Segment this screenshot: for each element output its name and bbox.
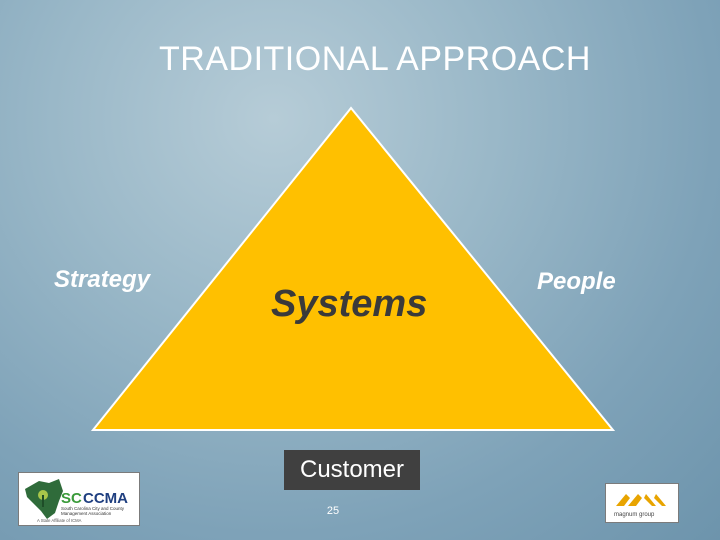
systems-label: Systems bbox=[271, 283, 428, 325]
triangle-shape bbox=[90, 106, 616, 431]
page-number: 25 bbox=[326, 505, 340, 517]
people-label: People bbox=[537, 268, 616, 295]
arrow-icon bbox=[616, 494, 630, 506]
slide-title: TRADITIONAL APPROACH bbox=[159, 40, 591, 78]
strategy-label: Strategy bbox=[54, 266, 151, 293]
scccma-logo-graphic: SC CCMA South Carolina City and County M… bbox=[25, 479, 128, 523]
scccma-logo: SC CCMA South Carolina City and County M… bbox=[18, 472, 140, 526]
svg-text:Management Association: Management Association bbox=[61, 511, 112, 516]
svg-text:A State Affiliate of ICMA: A State Affiliate of ICMA bbox=[37, 518, 82, 523]
customer-box: Customer bbox=[284, 450, 420, 490]
svg-text:CCMA: CCMA bbox=[83, 490, 128, 507]
magnum-group-logo: magnum group bbox=[605, 483, 679, 523]
magnum-group-logo-graphic: magnum group bbox=[614, 494, 666, 518]
svg-text:SC: SC bbox=[61, 490, 82, 507]
svg-text:magnum group: magnum group bbox=[614, 512, 655, 518]
customer-label: Customer bbox=[299, 456, 405, 483]
svg-text:South Carolina City and County: South Carolina City and County bbox=[61, 506, 125, 511]
